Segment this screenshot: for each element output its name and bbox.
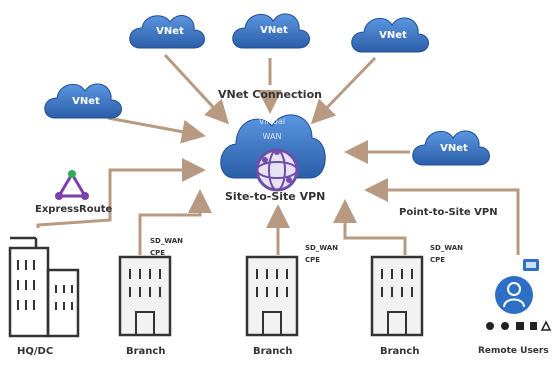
vnet-cloud-4 [44,83,122,119]
linux-icon [540,320,552,331]
vnet-label-5: VNet [440,143,468,154]
virtual-wan-label-1: Virtual [258,117,286,126]
link-branch1 [138,189,212,255]
branch-building-1 [118,255,172,337]
virtual-wan-cloud [220,114,326,192]
site-to-site-label: Site-to-Site VPN [225,190,326,203]
sdwan-label-2a: SD_WAN [305,244,339,252]
apple-icon [501,322,509,330]
link-vnet3 [310,56,377,125]
remote-user-icon [495,276,533,314]
vnet-cloud-2 [232,13,310,49]
hq-label: HQ/DC [17,346,54,357]
link-hq [36,158,206,228]
monitor-icon [523,259,539,271]
virtual-wan-label-2: WAN [262,132,282,141]
virtual-wan-hub-icon [255,148,299,192]
remote-users-label: Remote Users [478,346,549,356]
vnet-connection-label: VNet Connection [218,88,322,101]
link-remote [364,178,520,255]
platform-icons [486,320,552,331]
link-vnet4 [107,116,206,144]
hq-building-icon [8,236,80,338]
sdwan-label-3b: CPE [430,256,446,264]
point-to-site-label: Point-to-Site VPN [399,207,498,218]
sdwan-label-1a: SD_WAN [150,237,184,245]
sdwan-label-3a: SD_WAN [430,244,464,252]
connectors [36,53,520,255]
expressroute-icon [55,170,89,200]
expressroute-label: ExpressRoute [35,204,113,215]
link-vnet1 [163,53,230,125]
branch-label-1: Branch [126,346,166,357]
branch-building-3 [370,255,424,337]
branch-building-2 [245,255,299,337]
vnet-label-3: VNet [379,30,407,41]
sdwan-label-1b: CPE [150,249,166,257]
vnet-cloud-3 [351,17,429,53]
vnet-label-1: VNet [156,26,184,37]
android-icon [486,322,494,330]
vnet-label-2: VNet [260,25,288,36]
ios-icon [530,322,537,330]
vnet-label-4: VNet [72,96,100,107]
windows-icon [516,322,524,330]
branch-label-2: Branch [253,346,293,357]
link-branch3 [333,199,407,255]
sdwan-label-2b: CPE [305,256,321,264]
vnet-cloud-1 [129,15,205,49]
vnet-cloud-5 [412,130,490,166]
branch-label-3: Branch [380,346,420,357]
